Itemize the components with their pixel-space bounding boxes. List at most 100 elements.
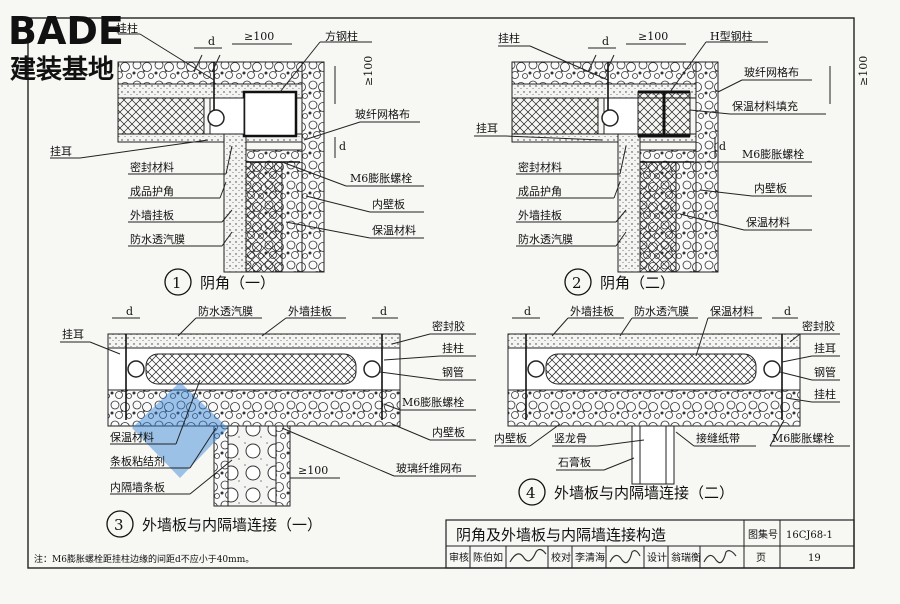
d1-label-fang-gang-zhu: 方钢柱	[325, 29, 358, 43]
d2-label-bao-wen: 保温材料	[746, 215, 790, 229]
d4-label-gua-zhu: 挂柱	[814, 387, 836, 401]
d2-label-tian-chong: 保温材料填充	[732, 99, 798, 113]
detail-1-insulation-h	[117, 97, 205, 135]
d1-dim-d2: d	[339, 140, 346, 153]
d1-label-hu-jiao: 成品护角	[130, 184, 174, 198]
d2-label-mi-feng: 密封材料	[518, 160, 562, 174]
title-block-jiaodui: 校对	[551, 551, 571, 564]
d3-label-mi-feng-jiao: 密封胶	[432, 319, 465, 333]
d1-label-bao-wen: 保温材料	[372, 223, 416, 237]
d3-label-bo-li: 玻璃纤维网布	[396, 461, 462, 475]
d4-label-gua-er: 挂耳	[814, 341, 836, 355]
d2-label-fang-shui: 防水透汽膜	[518, 232, 573, 246]
d3-label-gua-zhu: 挂柱	[442, 341, 464, 355]
d3-dim-d2: d	[380, 305, 387, 318]
d1-dim-100w: ≥100	[244, 30, 274, 43]
title-block-sheji: 设计	[647, 551, 667, 564]
detail-4-number-circle	[518, 478, 546, 506]
detail-2-number-circle	[564, 268, 592, 296]
d4-label-shu-long: 竖龙骨	[554, 432, 587, 445]
d2-label-nei-bi: 内壁板	[754, 181, 787, 195]
d2-label-wai-qiang: 外墙挂板	[518, 208, 562, 222]
detail-4-number: 4	[526, 484, 536, 502]
d3-label-nei-bi: 内壁板	[432, 425, 465, 439]
logo: BADE 建装基地	[8, 9, 124, 85]
title-block-sheji-name: 翁瑞衡	[671, 551, 701, 564]
title-block-atlas-no: 16CJ68-1	[786, 530, 833, 541]
d2-label-gua-er: 挂耳	[476, 121, 498, 135]
d3-label-bao-wen: 保温材料	[110, 430, 154, 444]
d3-label-gang-guan: 钢管	[442, 365, 464, 379]
watermark-mark	[132, 382, 228, 478]
d4-label-shi-gao: 石膏板	[558, 455, 591, 469]
title-block-jiaodui-name: 李清海	[575, 551, 605, 564]
d3-label-nei-ge: 内隔墙条板	[110, 480, 165, 494]
d2-label-h-gang-zhu: H型钢柱	[710, 29, 753, 43]
d2-label-bo-xian: 玻纤网格布	[744, 65, 799, 79]
d4-dim-d2: d	[784, 305, 791, 318]
title-block-atlas-label: 图集号	[748, 528, 778, 541]
d2-dim-100w: ≥100	[638, 30, 668, 43]
logo-subtitle: 建装基地	[10, 55, 114, 85]
detail-3-partition-panel	[227, 425, 277, 507]
signature-jiaodui	[609, 550, 641, 564]
detail-2-inside-corner	[511, 43, 831, 273]
detail-4-title: 外墙板与内隔墙连接（二）	[554, 484, 734, 502]
detail-3-title: 外墙板与内隔墙连接（一）	[142, 516, 322, 534]
d2-label-gua-zhu: 挂柱	[498, 31, 520, 45]
detail-1-inside-corner	[117, 43, 336, 273]
d1-label-bo-xian: 玻纤网格布	[355, 107, 410, 121]
d3-dim-d1: d	[126, 305, 133, 318]
detail-1-number-circle	[164, 268, 192, 296]
d4-label-bao-wen: 保温材料	[710, 304, 754, 318]
detail-2-insulation-h	[511, 97, 599, 135]
d1-label-mi-feng: 密封材料	[130, 160, 174, 174]
d2-dim-100h: ≥100	[857, 56, 870, 86]
detail-2-h-steel-column	[638, 90, 690, 138]
d2-dim-d: d	[602, 35, 609, 48]
d4-label-fang-shui: 防水透汽膜	[634, 304, 689, 318]
d4-label-nei-bi: 内壁板	[494, 431, 527, 445]
detail-1-number: 1	[172, 274, 182, 292]
d4-label-mi-feng-jiao: 密封胶	[802, 319, 835, 333]
signature-shenhe	[509, 548, 547, 563]
d1-label-gua-er: 挂耳	[50, 144, 72, 158]
detail-3-number-circle	[106, 510, 134, 538]
footnote: 注：M6膨胀螺栓距挂柱边缘的间距d不应小于40mm。	[34, 553, 254, 565]
d1-dim-d: d	[208, 35, 215, 48]
title-block	[445, 519, 855, 569]
d4-label-luo-shuan: M6膨胀螺栓	[772, 431, 834, 445]
title-block-shenhe: 审核	[449, 551, 469, 564]
d1-dim-100h: ≥100	[362, 56, 375, 86]
d3-label-tiao-ban: 条板粘结剂	[110, 454, 165, 468]
title-block-ye: 页	[756, 552, 766, 564]
d1-label-fang-shui: 防水透汽膜	[130, 232, 185, 246]
sheet-border	[27, 17, 855, 569]
logo-brand: BADE	[8, 9, 124, 53]
detail-1-insulation-v	[245, 161, 283, 273]
d2-dim-d2: d	[719, 140, 726, 153]
d4-label-jie-feng: 接缝纸带	[696, 431, 740, 445]
d4-dim-d1: d	[524, 305, 531, 318]
detail-3-number: 3	[114, 516, 124, 534]
d3-dim-100w: ≥100	[298, 464, 328, 477]
detail-2-insulation-v	[639, 161, 677, 273]
d1-label-gua-zhu: 挂柱	[116, 21, 138, 35]
d3-label-wai-qiang: 外墙挂板	[288, 304, 332, 318]
detail-2-title: 阴角（二）	[600, 274, 675, 292]
detail-1-square-steel-column	[242, 90, 298, 138]
d3-label-fang-shui: 防水透汽膜	[198, 304, 253, 318]
detail-1-title: 阴角（一）	[200, 274, 275, 292]
detail-4-insulation	[545, 353, 757, 385]
detail-2-number: 2	[572, 274, 582, 292]
detail-3-insulation	[145, 353, 357, 385]
title-block-shenhe-name: 陈伯如	[473, 551, 503, 564]
d3-label-gua-er: 挂耳	[62, 327, 84, 341]
d4-label-gang-guan: 钢管	[814, 365, 836, 379]
title-block-title: 阴角及外墙板与内隔墙连接构造	[456, 526, 666, 544]
d1-label-nei-bi: 内壁板	[372, 197, 405, 211]
d2-label-luo-shuan: M6膨胀螺栓	[742, 147, 804, 161]
detail-4-partition-joint	[507, 317, 801, 485]
